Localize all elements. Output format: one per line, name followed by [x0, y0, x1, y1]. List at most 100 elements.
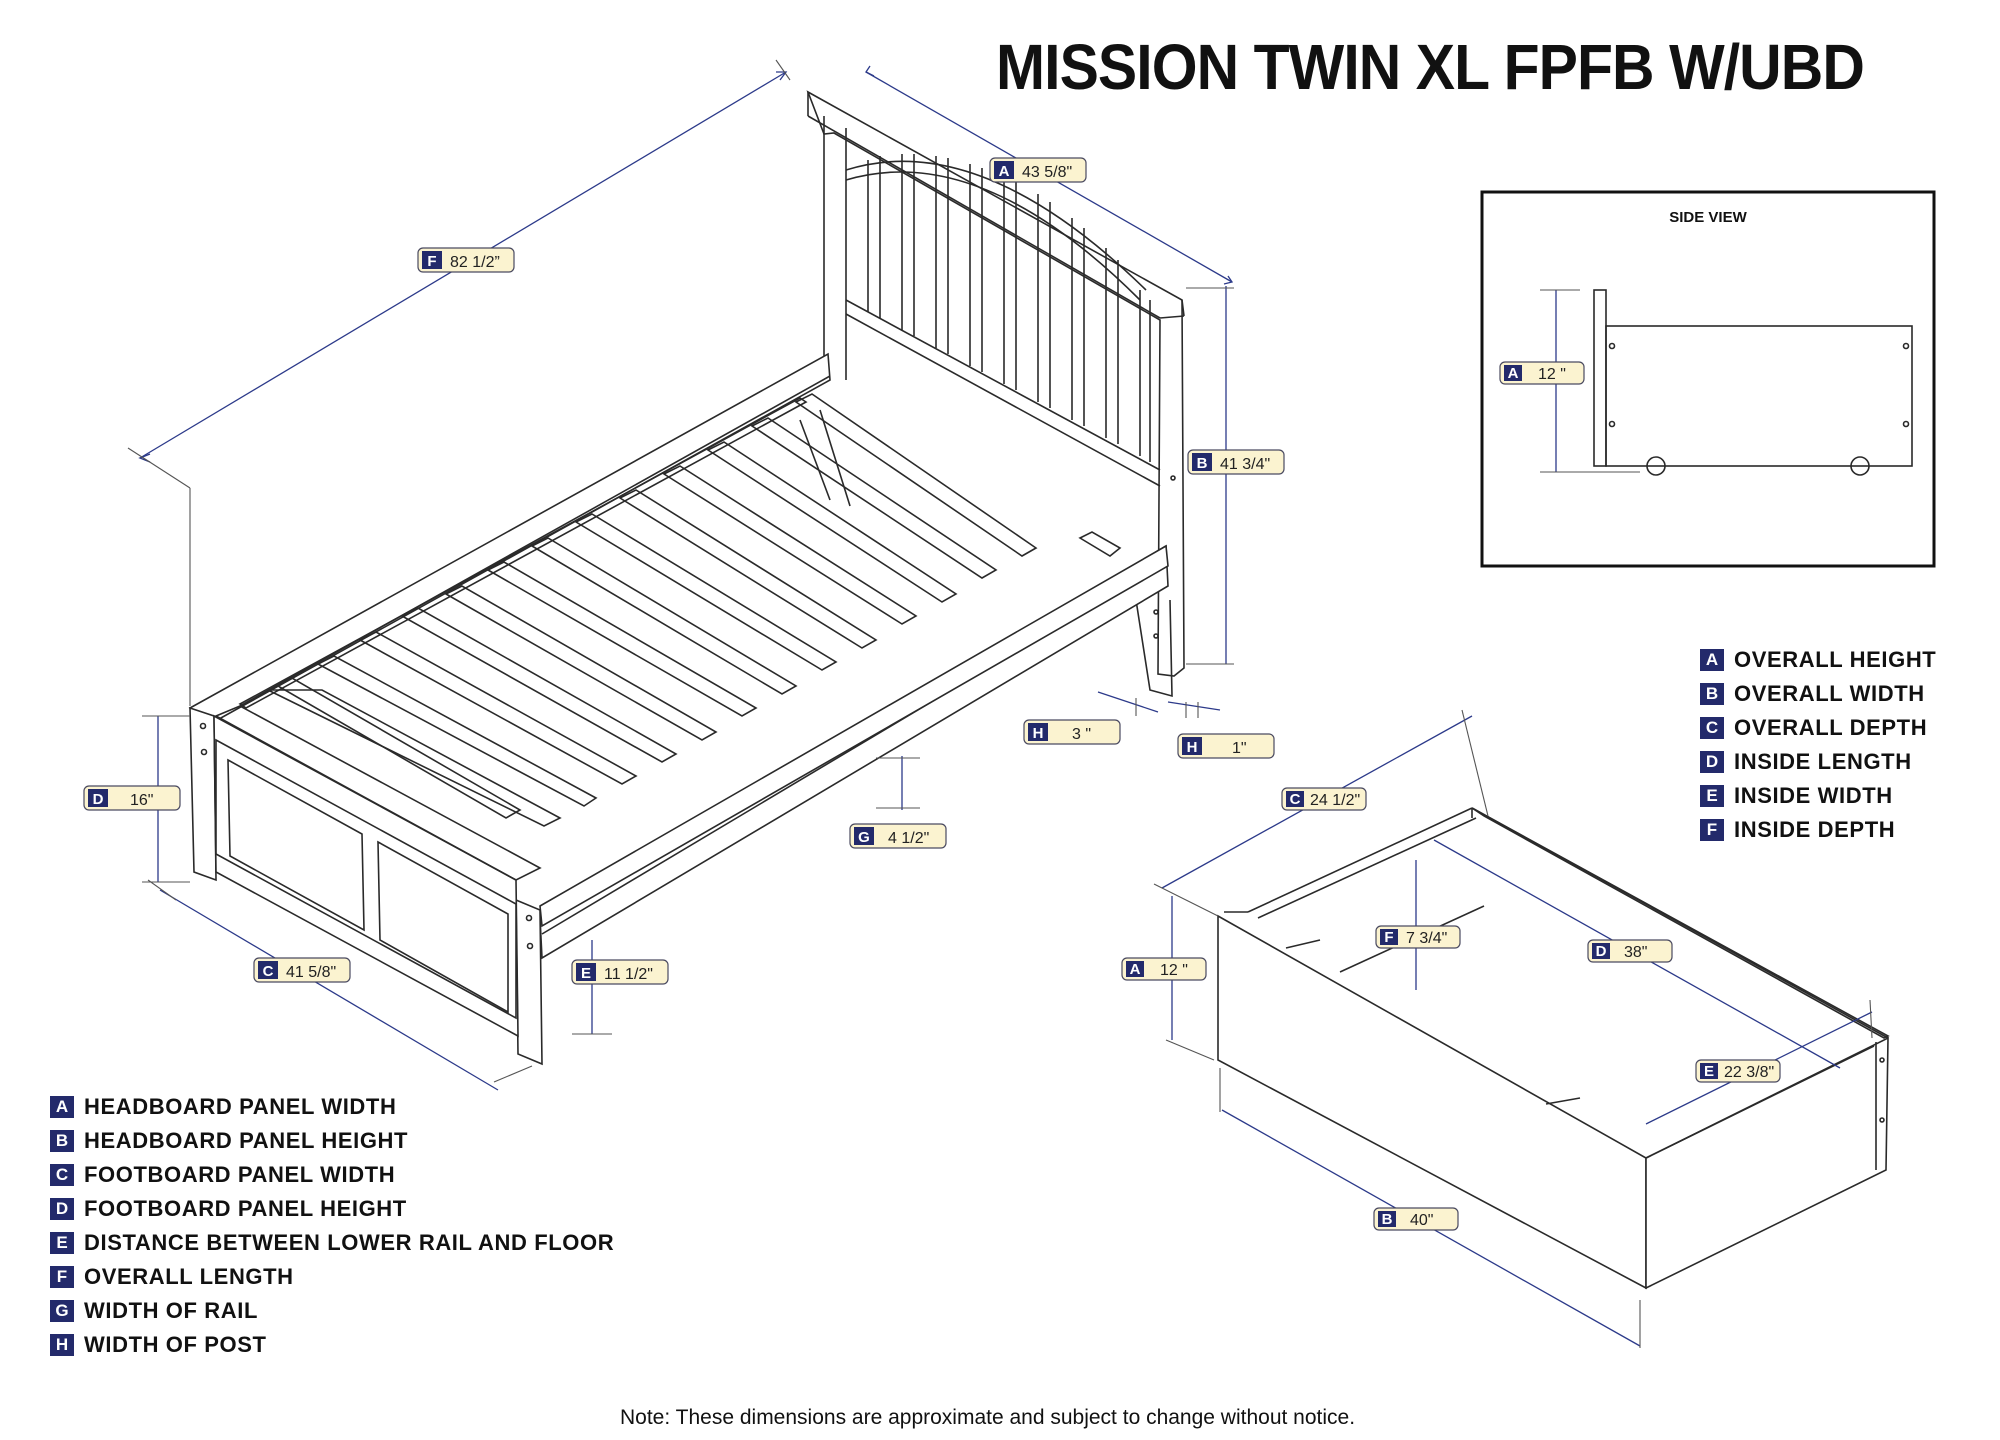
- legend-text: FOOTBOARD PANEL WIDTH: [84, 1162, 396, 1187]
- tag-drawer-d-value: 38": [1624, 944, 1647, 961]
- tag-drawer-a: A 12 ": [1121, 957, 1207, 981]
- legend-key: F: [50, 1266, 74, 1288]
- tag-bed-d-key: D: [93, 791, 104, 808]
- bed-drawing: [127, 59, 1234, 1091]
- legend-item: D FOOTBOARD PANEL HEIGHT: [50, 1192, 614, 1226]
- tag-drawer-f: F 7 3/4": [1375, 925, 1461, 949]
- tag-bed-d-value: 16": [130, 792, 153, 809]
- tag-drawer-c-value: 24 1/2": [1310, 792, 1360, 809]
- tag-bed-f-key: F: [427, 253, 436, 270]
- tag-drawer-d: D 38": [1587, 939, 1673, 963]
- legend-item: H WIDTH OF POST: [50, 1328, 614, 1362]
- tag-drawer-d-key: D: [1596, 943, 1607, 960]
- legend-key: C: [50, 1164, 74, 1186]
- legend-item: F OVERALL LENGTH: [50, 1260, 614, 1294]
- tag-drawer-b-value: 40": [1410, 1212, 1433, 1229]
- legend-text: INSIDE DEPTH: [1734, 817, 1896, 842]
- legend-item: C OVERALL DEPTH: [1700, 711, 1936, 745]
- bed-dimension-tags: A 43 5/8" B 41 3/4" C 41 5/8" D 16": [83, 157, 1285, 985]
- legend-item: E DISTANCE BETWEEN LOWER RAIL AND FLOOR: [50, 1226, 614, 1260]
- legend-text: OVERALL HEIGHT: [1734, 647, 1937, 672]
- tag-drawer-f-key: F: [1384, 929, 1393, 946]
- tag-bed-h-post-front: H 3 ": [1023, 719, 1121, 745]
- legend-text: INSIDE LENGTH: [1734, 749, 1912, 774]
- legend-key: E: [1700, 785, 1724, 807]
- legend-key: A: [1700, 649, 1724, 671]
- legend-text: WIDTH OF RAIL: [84, 1298, 258, 1323]
- legend-item: D INSIDE LENGTH: [1700, 745, 1936, 779]
- tag-drawer-b: B 40": [1373, 1207, 1459, 1231]
- legend-item: C FOOTBOARD PANEL WIDTH: [50, 1158, 614, 1192]
- bed-legend: A HEADBOARD PANEL WIDTH B HEADBOARD PANEL …: [50, 1090, 614, 1362]
- drawer-dimension-tags: A 12 " A 12 " B 40" C 24 1/2": [1121, 361, 1781, 1231]
- tag-drawer-e-key: E: [1704, 1063, 1714, 1080]
- bed-frame: [188, 352, 1169, 1066]
- legend-text: OVERALL LENGTH: [84, 1264, 294, 1289]
- legend-text: OVERALL DEPTH: [1734, 715, 1928, 740]
- legend-text: WIDTH OF POST: [84, 1332, 267, 1357]
- tag-drawer-c: C 24 1/2": [1281, 787, 1367, 811]
- tag-bed-c-key: C: [263, 963, 274, 980]
- tag-bed-c: C 41 5/8": [253, 957, 351, 983]
- legend-key: B: [1700, 683, 1724, 705]
- tag-drawer-b-key: B: [1382, 1211, 1393, 1228]
- tag-bed-f-value: 82 1/2”: [450, 254, 500, 271]
- drawer-legend: A OVERALL HEIGHT B OVERALL WIDTH C OVERALL …: [1700, 643, 1936, 847]
- legend-key: B: [50, 1130, 74, 1152]
- tag-bed-a-value: 43 5/8": [1022, 164, 1072, 181]
- tag-bed-h2-key: H: [1187, 739, 1198, 756]
- legend-item: A OVERALL HEIGHT: [1700, 643, 1936, 677]
- tag-bed-b: B 41 3/4": [1187, 449, 1285, 475]
- legend-text: INSIDE WIDTH: [1734, 783, 1893, 808]
- tag-bed-b-key: B: [1197, 455, 1208, 472]
- legend-item: B HEADBOARD PANEL HEIGHT: [50, 1124, 614, 1158]
- tag-bed-e-value: 11 1/2": [604, 966, 653, 983]
- legend-key: G: [50, 1300, 74, 1322]
- legend-text: HEADBOARD PANEL WIDTH: [84, 1094, 397, 1119]
- legend-text: OVERALL WIDTH: [1734, 681, 1925, 706]
- legend-key: A: [50, 1096, 74, 1118]
- legend-key: D: [50, 1198, 74, 1220]
- legend-key: C: [1700, 717, 1724, 739]
- legend-key: D: [1700, 751, 1724, 773]
- tag-bed-g: G 4 1/2": [849, 823, 947, 849]
- legend-item: A HEADBOARD PANEL WIDTH: [50, 1090, 614, 1124]
- tag-drawer-f-value: 7 3/4": [1406, 930, 1447, 947]
- tag-drawer-a-key: A: [1130, 961, 1141, 978]
- tag-bed-g-key: G: [858, 829, 870, 846]
- slats: [267, 393, 1122, 827]
- side-view-title: SIDE VIEW: [1669, 209, 1747, 226]
- legend-item: F INSIDE DEPTH: [1700, 813, 1936, 847]
- tag-drawer-e: E 22 3/8": [1695, 1059, 1781, 1083]
- tag-drawer-a-value: 12 ": [1160, 962, 1188, 979]
- headboard: [806, 90, 1185, 698]
- legend-key: E: [50, 1232, 74, 1254]
- tag-side-a-value: 12 ": [1538, 366, 1566, 383]
- tag-bed-c-value: 41 5/8": [286, 964, 336, 981]
- tag-bed-f: F 82 1/2”: [417, 247, 515, 273]
- drawer-drawing: [1153, 709, 1890, 1348]
- tag-bed-e-key: E: [581, 965, 591, 982]
- legend-key: F: [1700, 819, 1724, 841]
- legend-text: DISTANCE BETWEEN LOWER RAIL AND FLOOR: [84, 1230, 615, 1255]
- page-title: MISSION TWIN XL FPFB W/UBD: [996, 31, 1865, 103]
- tag-bed-b-value: 41 3/4": [1220, 456, 1270, 473]
- tag-bed-e: E 11 1/2": [571, 959, 669, 985]
- legend-key: H: [50, 1334, 74, 1356]
- tag-bed-d: D 16": [83, 785, 181, 811]
- disclaimer-note: Note: These dimensions are approximate a…: [620, 1406, 1356, 1429]
- tag-drawer-e-value: 22 3/8": [1724, 1064, 1774, 1081]
- tag-bed-a-key: A: [999, 163, 1010, 180]
- tag-bed-h1-value: 3 ": [1072, 726, 1091, 743]
- legend-text: FOOTBOARD PANEL HEIGHT: [84, 1196, 407, 1221]
- legend-item: B OVERALL WIDTH: [1700, 677, 1936, 711]
- tag-side-a-key: A: [1508, 365, 1519, 382]
- tag-bed-h-post-side: H 1": [1177, 733, 1275, 759]
- tag-bed-a: A 43 5/8": [989, 157, 1087, 183]
- tag-drawer-c-key: C: [1290, 791, 1301, 808]
- legend-text: HEADBOARD PANEL HEIGHT: [84, 1128, 409, 1153]
- tag-side-a: A 12 ": [1499, 361, 1585, 385]
- legend-item: G WIDTH OF RAIL: [50, 1294, 614, 1328]
